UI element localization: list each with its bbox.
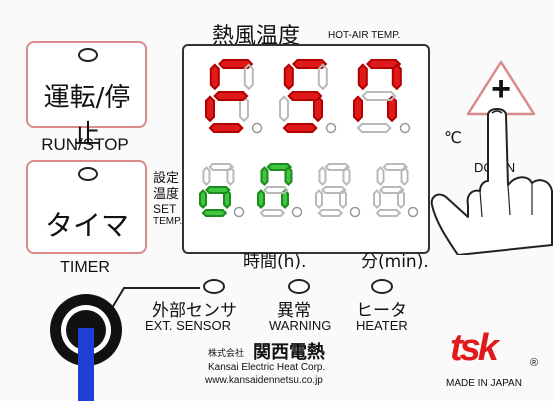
top-digit-0-seg-b	[243, 63, 254, 91]
top-digit-2-seg-d	[356, 123, 392, 133]
top-digit-0-seg-g	[213, 91, 249, 101]
bottom-digit-1-decimal-point	[291, 206, 303, 218]
celsius-unit: ℃	[444, 128, 462, 147]
tsk-logo-text: tsk	[450, 327, 499, 369]
bottom-digit-2-seg-f	[318, 166, 327, 187]
bottom-digit-1-seg-e	[257, 189, 265, 210]
bottom-digit-1-seg-g	[262, 186, 289, 194]
set-temp-label-en-1: SET	[153, 202, 177, 216]
top-digit-1-seg-g	[287, 91, 323, 101]
top-digit-0-decimal-point	[251, 122, 263, 134]
bottom-digit-2-seg-b	[342, 166, 351, 187]
bottom-digit-3-seg-e	[373, 189, 381, 210]
top-digit-1-seg-e	[279, 95, 289, 123]
warning-label-en: WARNING	[269, 318, 332, 333]
top-digit-1-seg-d	[282, 123, 318, 133]
bottom-digit-3-seg-f	[376, 166, 385, 187]
company-name-en: Kansai Electric Heat Corp.	[208, 362, 326, 373]
connector-line	[111, 287, 200, 309]
warning-label-jp: 異常	[277, 301, 311, 321]
top-digit-1-seg-f	[283, 63, 294, 91]
plus-icon: +	[491, 70, 511, 108]
bottom-digit-2-seg-g	[320, 186, 347, 194]
bottom-digit-0-seg-g	[204, 186, 231, 194]
timer-label-en: TIMER	[60, 259, 110, 276]
top-digit-0-seg-d	[208, 123, 244, 133]
bottom-digit-0-seg-a	[208, 163, 235, 171]
minutes-label: 分(min).	[361, 252, 429, 272]
sensor-jack-icon	[50, 294, 122, 401]
top-digit-1-seg-a	[292, 59, 328, 69]
bottom-digit-3-decimal-point	[407, 206, 419, 218]
timer-label-jp: タイマ	[44, 209, 129, 242]
bottom-digit-2-seg-e	[315, 189, 323, 210]
top-digit-2-seg-e	[353, 95, 363, 123]
bottom-digit-0-decimal-point	[233, 206, 245, 218]
run-stop-button[interactable]: 運転/停止	[26, 41, 147, 150]
top-digit-1-decimal-point	[325, 122, 337, 134]
top-digit-2-seg-f	[357, 63, 368, 91]
registered-mark: ®	[530, 357, 539, 369]
top-digit-1-seg-b	[317, 63, 328, 91]
temperature-display	[182, 44, 430, 254]
run-indicator-led	[78, 48, 98, 62]
made-in-japan: MADE IN JAPAN	[446, 378, 522, 389]
ext-sensor-label-en: EXT. SENSOR	[145, 318, 231, 333]
bottom-digit-0-seg-b	[226, 166, 235, 187]
bottom-digit-2-seg-a	[324, 163, 351, 171]
top-digit-0-seg-e	[205, 95, 215, 123]
timer-indicator-led	[78, 167, 98, 181]
bottom-digit-3-seg-g	[378, 186, 405, 194]
bottom-digit-0-seg-d	[201, 209, 228, 217]
company-website: www.kansaidennetsu.co.jp	[205, 375, 323, 386]
heater-label-en: HEATER	[356, 318, 408, 333]
bottom-digit-2-decimal-point	[349, 206, 361, 218]
company-name-jp: 関西電熱	[253, 342, 325, 363]
ext-sensor-label-jp: 外部センサ	[152, 301, 237, 321]
run-stop-label-jp: 運転/停止	[43, 83, 131, 150]
top-digit-2-decimal-point	[399, 122, 411, 134]
heater-led	[371, 279, 393, 294]
timer-button[interactable]: タイマ	[26, 160, 147, 254]
top-digit-2-seg-a	[366, 59, 402, 69]
top-digit-0-seg-f	[209, 63, 220, 91]
bottom-digit-2-seg-d	[317, 209, 344, 217]
bottom-digit-1-seg-d	[259, 209, 286, 217]
bottom-digit-0-seg-e	[199, 189, 207, 210]
warning-led	[288, 279, 310, 294]
bottom-digit-1-seg-a	[266, 163, 293, 171]
run-stop-label-en: RUN/STOP	[41, 135, 129, 154]
set-temp-label-en-2: TEMP.	[153, 216, 183, 227]
bottom-digit-3-seg-b	[400, 166, 409, 187]
bottom-digit-1-seg-b	[284, 166, 293, 187]
heater-label-jp: ヒータ	[356, 301, 407, 321]
time-hours-label: 時間(h).	[243, 252, 307, 272]
ext-sensor-led	[203, 279, 225, 294]
hot-air-temp-title-en: HOT-AIR TEMP.	[328, 30, 401, 41]
bottom-digit-3-seg-d	[375, 209, 402, 217]
set-temp-label-jp-1: 設定	[153, 171, 180, 186]
tsk-logo: tsk ®	[450, 327, 540, 371]
segment-display	[199, 59, 419, 218]
top-digit-2-seg-b	[391, 63, 402, 91]
hand-pointer-icon	[430, 108, 553, 255]
bottom-digit-1-seg-f	[260, 166, 269, 187]
company-prefix: 株式会社	[208, 349, 245, 359]
top-digit-0-seg-a	[218, 59, 254, 69]
top-digit-2-seg-g	[361, 91, 397, 101]
bottom-digit-3-seg-a	[382, 163, 409, 171]
bottom-digit-0-seg-f	[202, 166, 211, 187]
set-temp-label-jp-2: 温度	[153, 187, 180, 202]
